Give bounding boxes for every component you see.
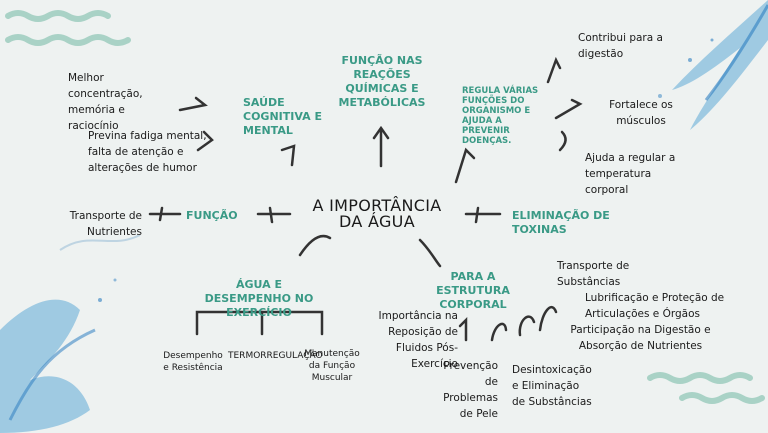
note-temperatura-corporal: Ajuda a regular a temperatura corporal <box>585 152 676 196</box>
note-fortalece-musculos: Fortalece os músculos <box>609 99 673 127</box>
branch-saude-cognitiva: SAÚDE COGNITIVA E MENTAL <box>243 96 322 137</box>
note-transporte-substancias: Transporte de Substâncias <box>557 260 630 288</box>
note-termorregulacao: TERMORREGULAÇÃO <box>228 351 323 361</box>
note-participacao-digestao: Participação na Digestão e Absorção de N… <box>570 324 711 352</box>
note-previna-fadiga: Previna fadiga mental, falta de atenção … <box>88 130 207 174</box>
water-splash-top-right <box>658 0 768 130</box>
note-desempenho-resistencia: Desempenho e Resistência <box>163 351 223 373</box>
branch-funcao: FUNÇÃO <box>186 209 238 222</box>
note-manutencao-funcao-muscular: Manutenção da Função Muscular <box>304 349 360 383</box>
arrows <box>148 56 583 342</box>
note-lubrificacao: Lubrificação e Proteção de Articulações … <box>585 292 725 320</box>
branch-estrutura-corporal: PARA A ESTRUTURA CORPORAL <box>436 270 510 311</box>
branch-reacoes-quimicas: FUNÇÃO NAS REAÇÕES QUÍMICAS E METABÓLICA… <box>338 54 426 109</box>
branch-regula-funcoes: REGULA VÁRIAS FUNÇÕES DO ORGANISMO E AJU… <box>462 86 539 146</box>
branch-eliminacao-toxinas: ELIMINAÇÃO DE TOXINAS <box>512 209 610 236</box>
note-reposicao-fluidos: Importância na Reposição de Fluidos Pós-… <box>378 310 459 370</box>
note-transporte-nutrientes: Transporte de Nutrientes <box>69 210 142 238</box>
wave-bottom-right <box>647 372 765 404</box>
wave-top-left <box>5 10 131 46</box>
note-digestao: Contribui para a digestão <box>578 32 663 60</box>
water-splash-bottom-left <box>0 234 141 433</box>
page-title: A IMPORTÂNCIA DA ÁGUA <box>312 196 442 231</box>
branch-desempenho-exercicio: ÁGUA E DESEMPENHO NO EXERCÍCIO <box>204 278 314 319</box>
note-prevencao-pele: Prevenção de Problemas de Pele <box>443 360 498 420</box>
note-melhor-concentracao: Melhor concentração, memória e raciocíni… <box>68 72 143 132</box>
note-desintoxicacao: Desintoxicação e Eliminação de Substânci… <box>512 364 592 408</box>
